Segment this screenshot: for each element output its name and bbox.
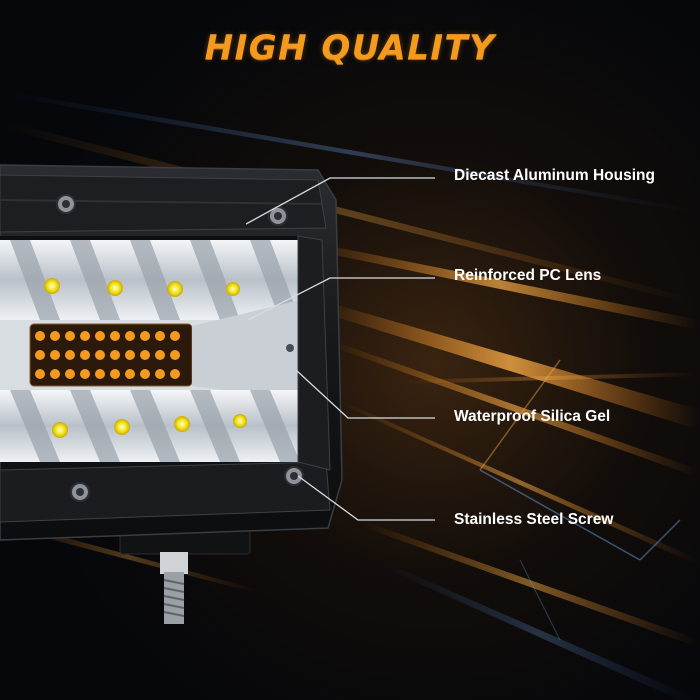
- headline: HIGH QUALITY: [204, 28, 496, 68]
- light-streaks: [0, 90, 700, 700]
- leader-line-housing: [245, 177, 435, 225]
- callout-label-screw: Stainless Steel Screw: [454, 511, 614, 528]
- callout-leader-lines: [245, 177, 435, 521]
- callout-label-housing: Diecast Aluminum Housing: [454, 167, 655, 184]
- leader-line-screw: [297, 475, 435, 521]
- callout-label-lens: Reinforced PC Lens: [454, 267, 602, 284]
- mounting-bolt-icon: [163, 572, 185, 624]
- leader-line-lens: [247, 277, 435, 321]
- leader-line-gel: [295, 369, 435, 419]
- callout-label-gel: Waterproof Silica Gel: [454, 408, 611, 425]
